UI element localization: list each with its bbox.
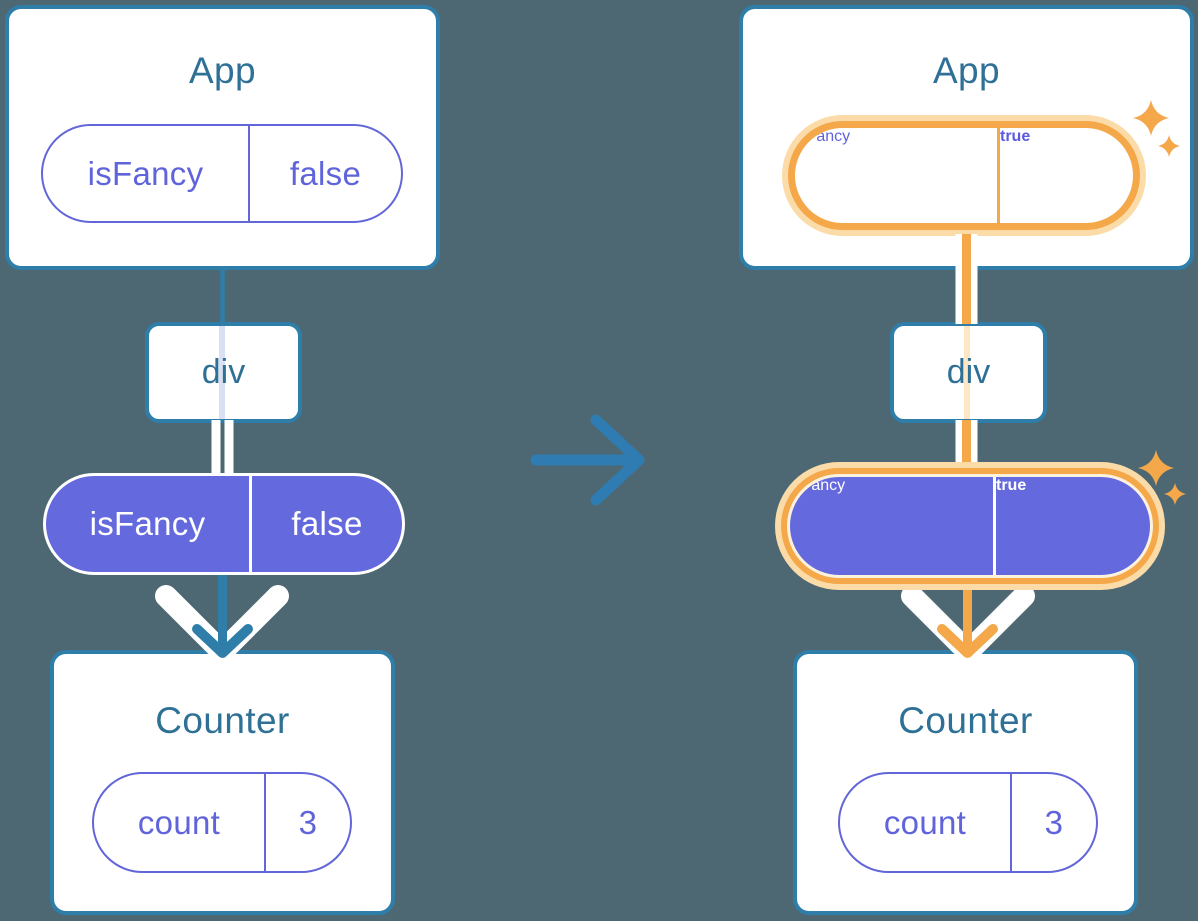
left-counter-card: Counter count 3 [50, 650, 395, 915]
left-app-prop-pill: isFancy false [41, 124, 403, 223]
pill-divider [993, 477, 996, 575]
left-div-trace-line [219, 326, 225, 419]
prop-name-label: isFancy [795, 128, 851, 145]
prop-name-label: isFancy [87, 154, 204, 192]
left-div-card: div [145, 322, 302, 423]
right-passed-prop-pill-highlighted: isFancy true [775, 462, 1165, 590]
right-app-prop-pill-highlighted: isFancy true [782, 115, 1146, 236]
prop-value-label: false [291, 505, 363, 542]
right-div-card: div [890, 322, 1047, 423]
left-div-label: div [201, 353, 246, 391]
left-counter-title: Counter [155, 700, 290, 741]
right-app-card: App isFancy true [739, 5, 1194, 270]
pill-divider [249, 476, 252, 572]
left-props-flow-down-arrow-icon [192, 565, 253, 658]
pill-divider [264, 774, 266, 871]
prop-pill-core: isFancy true [795, 128, 1133, 223]
right-div-label: div [946, 353, 991, 391]
right-counter-title: Counter [898, 700, 1033, 741]
right-props-flow-chevron [901, 585, 1035, 668]
prop-value-label: true [1000, 128, 1031, 145]
state-value-label: 3 [1044, 803, 1064, 841]
prop-name-label: isFancy [89, 505, 206, 542]
state-name-label: count [137, 803, 221, 841]
left-app-card: App isFancy false [5, 5, 440, 270]
pill-divider [997, 128, 1000, 223]
prop-value-label: false [289, 154, 362, 192]
state-value-label: 3 [298, 803, 318, 841]
prop-value-label: true [996, 477, 1027, 494]
left-counter-state-pill: count 3 [92, 772, 352, 873]
state-name-label: count [883, 803, 967, 841]
right-counter-state-pill: count 3 [838, 772, 1098, 873]
right-counter-card: Counter count 3 [793, 650, 1138, 915]
pill-divider [248, 126, 250, 221]
sparkle-icon [1164, 483, 1186, 505]
pill-divider [1010, 774, 1012, 871]
transition-right-arrow-icon [530, 414, 645, 506]
left-div-to-prop-connector [211, 420, 234, 478]
right-app-title: App [932, 50, 1001, 91]
left-props-flow-chevron [155, 585, 289, 668]
left-passed-prop-pill: isFancy false [43, 473, 405, 575]
highlight-ring: isFancy true [781, 468, 1159, 584]
prop-name-label: isFancy [790, 477, 846, 494]
prop-pill-core: isFancy true [787, 474, 1153, 578]
left-app-title: App [188, 50, 257, 91]
highlight-ring: isFancy true [788, 121, 1140, 230]
right-div-trace-line [964, 326, 970, 419]
